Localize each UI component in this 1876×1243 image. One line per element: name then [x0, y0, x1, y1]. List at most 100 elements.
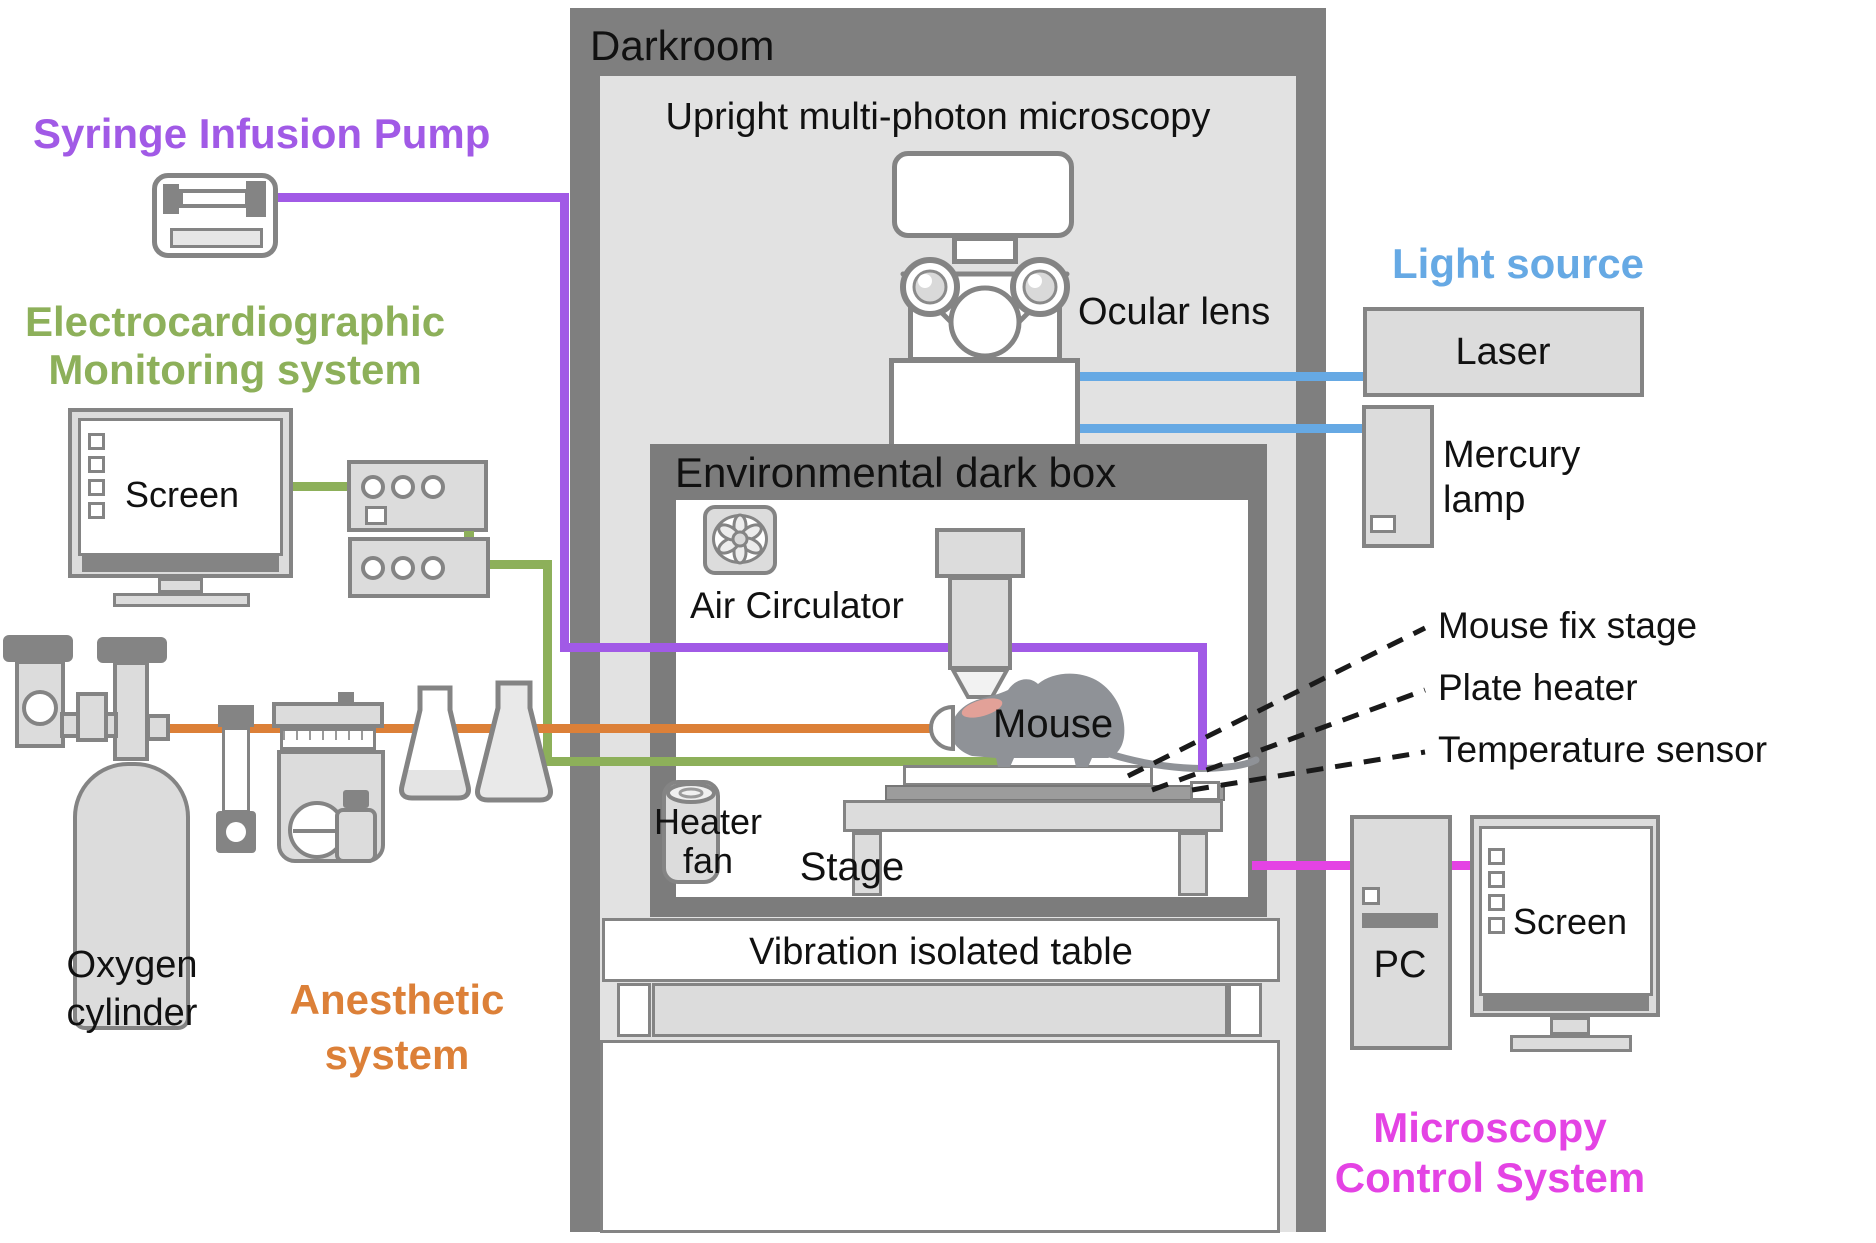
vaporizer-knob	[338, 692, 354, 704]
control-monitor-icon	[1488, 848, 1505, 865]
syringe-holder-left	[163, 184, 179, 214]
ecg-knob	[421, 556, 445, 580]
table-support-left	[617, 983, 651, 1037]
ecg-title-line2: Monitoring system	[48, 346, 422, 393]
control-monitor-neck	[1550, 1017, 1590, 1035]
microscope-head	[892, 151, 1074, 238]
pc-label: PC	[1373, 944, 1427, 986]
valve-coupler	[76, 692, 108, 742]
mercury-label-line2: lamp	[1443, 479, 1526, 521]
ecg-screen-label: Screen	[124, 474, 240, 515]
mcs-title-line2: Control System	[1334, 1154, 1646, 1201]
control-monitor-icon	[1488, 871, 1505, 888]
mouse-label: Mouse	[993, 702, 1114, 746]
objective-barrel	[948, 576, 1012, 670]
ecg-title: Electrocardiographic Monitoring system	[25, 298, 445, 394]
dark-box-title: Environmental dark box	[675, 449, 1117, 496]
oxygen-cylinder-label: Oxygen cylinder	[67, 941, 198, 1037]
ecg-title-line1: Electrocardiographic	[24, 298, 446, 345]
ecg-knob	[421, 475, 445, 499]
gauge-valve-cap	[3, 635, 73, 662]
fix-stage-label: Mouse fix stage	[1438, 605, 1698, 646]
mercury-lamp-window	[1370, 515, 1396, 533]
ecg-knob	[391, 556, 415, 580]
pc-power-button	[1362, 887, 1380, 905]
cylinder-valve-stem	[113, 661, 149, 761]
microscopy-control-title: Microscopy Control System	[1335, 1103, 1645, 1203]
ecg-line-monitor	[293, 482, 347, 491]
valve-outlet	[146, 714, 170, 741]
ecg-monitor-neck	[158, 578, 203, 593]
oxygen-cylinder-body	[73, 762, 190, 1030]
ecg-knob	[361, 556, 385, 580]
control-monitor-base	[1510, 1035, 1632, 1052]
anesthetic-title: Anesthetic system	[290, 972, 505, 1082]
heater-fan-label-line1: Heater	[653, 801, 763, 842]
syringe-line-h1	[278, 193, 566, 202]
control-line-box-pc	[1252, 861, 1350, 870]
laser-box	[1363, 307, 1644, 397]
control-monitor-strip	[1483, 995, 1649, 1011]
mercury-label-line1: Mercury	[1443, 434, 1581, 476]
control-line-pc-screen	[1452, 861, 1470, 870]
mcs-title-line1: Microscopy	[1373, 1104, 1607, 1151]
ecg-line-v	[543, 560, 552, 766]
ecg-monitor-icon	[88, 433, 105, 450]
laser-beam-line	[1080, 372, 1363, 381]
ecg-knob	[361, 475, 385, 499]
temp-sensor-label: Temperature sensor	[1438, 729, 1768, 770]
oxygen-label-line2: cylinder	[66, 992, 198, 1034]
flowmeter-float	[226, 822, 246, 842]
ecg-display-window	[365, 506, 387, 525]
ecg-monitor-strip	[82, 556, 279, 572]
anesthetic-title-line2: system	[324, 1031, 470, 1078]
microscope-neck	[952, 236, 1018, 264]
stage-leg-right	[1178, 832, 1208, 896]
vibration-table-label: Vibration isolated table	[749, 931, 1133, 973]
flowmeter-tube	[222, 727, 250, 813]
ecg-unit-connector	[464, 531, 474, 538]
stage-label: Stage	[799, 845, 905, 889]
ecg-line-h2	[543, 757, 1010, 766]
cylinder-valve-cap	[97, 637, 167, 663]
vaporizer-bottle	[335, 808, 377, 863]
mercury-beam-line	[1080, 424, 1362, 433]
stage-leg-left	[852, 832, 882, 896]
ecg-monitor-screen	[78, 418, 283, 556]
oxygen-label-line1: Oxygen	[66, 944, 198, 986]
vaporizer-lid	[272, 702, 384, 728]
ecg-monitor-icon	[88, 456, 105, 473]
ecg-monitor-base	[113, 593, 250, 607]
vibration-table-top	[602, 918, 1280, 982]
anesthetic-title-line1: Anesthetic	[289, 976, 505, 1023]
plate-heater-label: Plate heater	[1438, 667, 1638, 708]
syringe-line-h2	[560, 643, 1207, 652]
stage-top	[843, 800, 1223, 832]
table-support-right	[1228, 983, 1262, 1037]
syringe-line-v1	[560, 193, 569, 652]
heater-fan-label-line2: fan	[682, 840, 734, 881]
pc-tower	[1350, 815, 1452, 1050]
pressure-gauge	[22, 690, 58, 726]
pump-tray	[170, 228, 263, 248]
mercury-lamp-label: Mercury lamp	[1443, 433, 1580, 523]
heater-fan-label: Heater fan	[654, 802, 762, 880]
darkroom-title: Darkroom	[590, 22, 775, 69]
ocular-lens-label: Ocular lens	[1078, 291, 1271, 333]
vaporizer-gauge-line	[293, 829, 341, 833]
control-monitor-icon	[1488, 917, 1505, 934]
ecg-monitor-icon	[88, 502, 105, 519]
syringe-plunger	[246, 181, 266, 217]
control-screen-label: Screen	[1512, 901, 1628, 942]
syringe-pump-title: Syringe Infusion Pump	[33, 110, 491, 157]
darkroom-subtitle: Upright multi-photon microscopy	[665, 96, 1211, 138]
laser-label: Laser	[1455, 331, 1551, 373]
control-monitor-icon	[1488, 894, 1505, 911]
ecg-line-h1	[490, 560, 552, 569]
ecg-monitor-icon	[88, 479, 105, 496]
ecg-knob	[391, 475, 415, 499]
vaporizer-dial	[280, 728, 376, 750]
table-slab	[652, 983, 1228, 1037]
